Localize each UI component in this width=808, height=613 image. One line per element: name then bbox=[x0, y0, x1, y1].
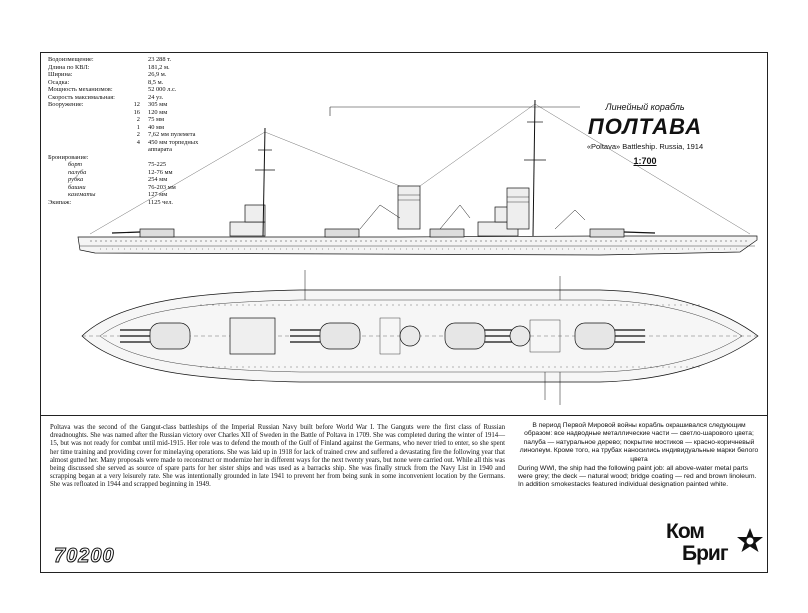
spec-label: Мощность механизмов: bbox=[48, 86, 113, 93]
spec-row: Ширина: 26,9 м. bbox=[48, 71, 198, 79]
sheet-frame bbox=[40, 52, 768, 573]
ship-name-title: ПОЛТАВА bbox=[587, 114, 703, 139]
logo-line-2: Бриг bbox=[682, 542, 729, 565]
armor-heading-row: Бронирование: bbox=[48, 154, 198, 162]
armor-value: 254 мм bbox=[148, 176, 168, 183]
spec-quantity: 2 bbox=[136, 116, 140, 123]
armor-label: рубка bbox=[68, 176, 84, 183]
spec-value: 7,62 мм пулемета bbox=[148, 131, 196, 138]
spec-quantity: 16 bbox=[133, 108, 140, 116]
spec-row: Мощность механизмов: 52 000 л.с. bbox=[48, 86, 198, 94]
crew-row: Экипаж: 1125 чел. bbox=[48, 199, 198, 207]
history-text-english: Poltava was the second of the Gangut-cla… bbox=[50, 424, 505, 489]
top-plan-drawing bbox=[81, 270, 759, 405]
spec-label: Ширина: bbox=[48, 71, 73, 78]
spec-label: Вооружение: bbox=[48, 101, 84, 108]
spec-label: Длина по КВЛ: bbox=[48, 63, 90, 71]
spec-row: Осадка: 8,5 м. bbox=[48, 79, 198, 87]
paint-scheme-text-english: During WWI, the ship had the following p… bbox=[518, 465, 757, 489]
spec-row: 4 450 мм торпедных bbox=[48, 138, 199, 147]
spec-row: Длина по КВЛ: 181,2 м. bbox=[48, 64, 198, 72]
spec-label: Осадка: bbox=[48, 78, 70, 86]
spec-row: 1 40 мм bbox=[48, 124, 198, 132]
armor-row: рубка 254 мм bbox=[48, 176, 198, 184]
spec-label: Водоизмещение: bbox=[48, 56, 94, 63]
spec-value: 305 мм bbox=[148, 101, 168, 108]
section-divider bbox=[40, 415, 768, 416]
spec-row: 16 120 мм bbox=[48, 109, 198, 117]
armor-label: башни bbox=[68, 183, 86, 191]
spec-row: Водоизмещение: 23 288 т. bbox=[48, 56, 198, 64]
armor-value: 75-225 bbox=[148, 161, 167, 168]
armor-label: борт bbox=[68, 161, 83, 168]
armor-label: казематы bbox=[68, 191, 96, 198]
ship-type-title: Линейный корабль bbox=[605, 102, 685, 112]
scale-label: 1:700 bbox=[633, 156, 657, 166]
spec-value: 24 уз. bbox=[148, 93, 164, 101]
crew-label: Экипаж: bbox=[48, 198, 72, 206]
spec-value: 40 мм bbox=[148, 123, 165, 131]
spec-row: Скорость максимальная: 24 уз. bbox=[48, 94, 198, 102]
spec-row: аппарата bbox=[48, 146, 198, 154]
spec-quantity: 12 bbox=[133, 101, 140, 108]
armor-value: 76-203 мм bbox=[148, 183, 176, 191]
armor-value: 12-76 мм bbox=[148, 168, 173, 176]
paint-scheme-text-russian: В период Первой Мировой войны корабль ок… bbox=[519, 422, 759, 463]
ship-english-title: «Poltava» Battleship. Russia, 1914 bbox=[586, 142, 704, 151]
spec-row: Вооружение: 12 305 мм bbox=[48, 101, 198, 109]
spec-value: 52 000 л.с. bbox=[148, 86, 177, 93]
spec-value: 181,2 м. bbox=[148, 63, 170, 71]
kombrig-star-icon bbox=[737, 528, 763, 552]
armor-row: палуба 12-76 мм bbox=[48, 169, 198, 177]
spec-value: 8,5 м. bbox=[148, 78, 164, 86]
spec-quantity: 1 bbox=[136, 123, 140, 131]
spec-value: 120 мм bbox=[148, 108, 168, 116]
spec-quantity: 4 bbox=[136, 138, 140, 146]
spec-row: 2 75 мм bbox=[48, 116, 198, 124]
spec-value: аппарата bbox=[148, 146, 173, 153]
spec-value: 75 мм bbox=[148, 116, 165, 123]
side-profile-drawing bbox=[77, 99, 758, 256]
kombrig-logo: Ком Бриг bbox=[664, 520, 764, 572]
armor-row: борт 75-225 bbox=[48, 161, 198, 169]
title-block: Линейный корабль ПОЛТАВА «Poltava» Battl… bbox=[565, 102, 725, 166]
spec-value: 26,9 м. bbox=[148, 71, 167, 78]
crew-value: 1125 чел. bbox=[148, 198, 173, 206]
spec-value: 450 мм торпедных bbox=[148, 138, 199, 146]
armor-heading: Бронирование: bbox=[48, 153, 89, 161]
spec-quantity: 2 bbox=[136, 131, 140, 138]
spec-row: 2 7,62 мм пулемета bbox=[48, 131, 198, 139]
catalog-number: 70200 bbox=[54, 545, 115, 568]
armor-row: башни 76-203 мм bbox=[48, 184, 198, 192]
spec-label: Скорость максимальная: bbox=[48, 93, 115, 101]
armor-label: палуба bbox=[68, 168, 87, 176]
logo-line-1: Ком bbox=[666, 520, 705, 543]
spec-value: 23 288 т. bbox=[148, 56, 172, 63]
